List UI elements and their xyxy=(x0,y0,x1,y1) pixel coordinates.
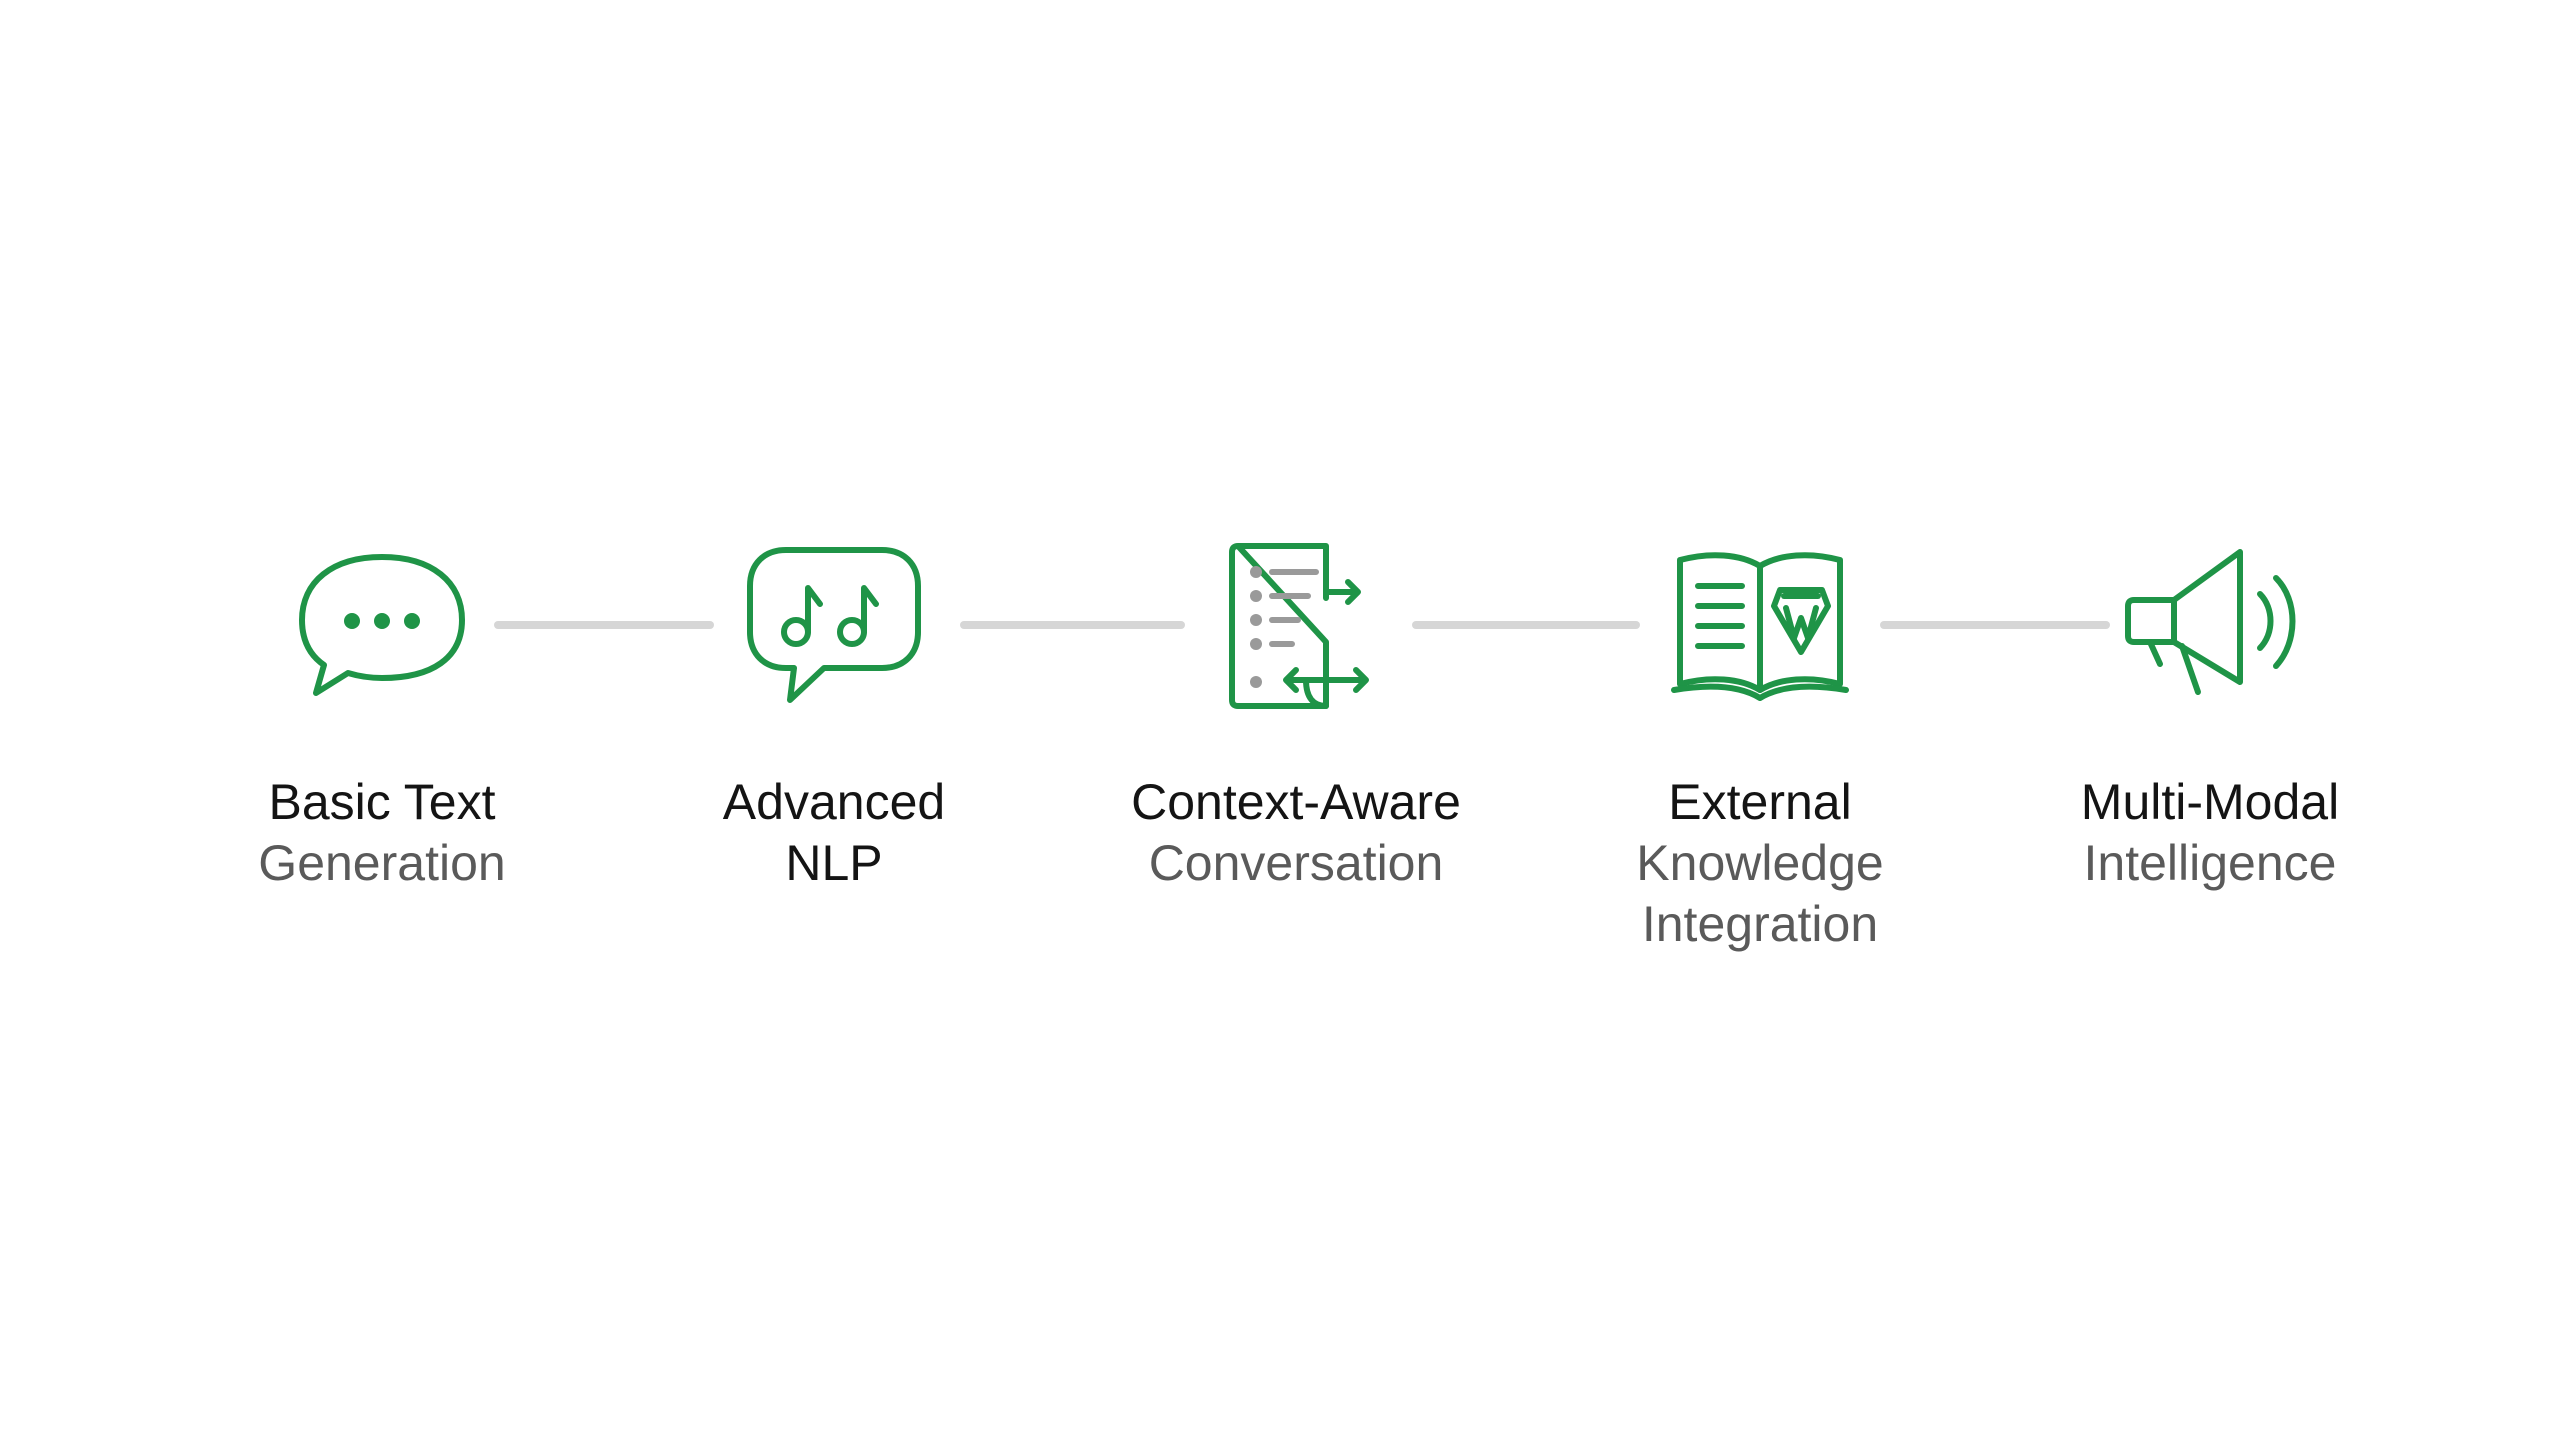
chat-bubble-music-notes-icon xyxy=(734,530,934,720)
megaphone-icon xyxy=(2110,530,2310,720)
stage-label: Multi-Modal Intelligence xyxy=(2000,772,2420,894)
document-list-arrows-icon xyxy=(1196,530,1396,720)
stage-subtitle: Intelligence xyxy=(2083,835,2337,891)
stage-label: Basic Text Generation xyxy=(172,772,592,894)
stage-subtitle: Conversation xyxy=(1148,835,1444,891)
stage-label: Context-Aware Conversation xyxy=(1086,772,1506,894)
stage-multi-modal-intelligence: Multi-Modal Intelligence xyxy=(2000,530,2420,894)
stage-advanced-nlp: Advanced NLP xyxy=(624,530,1044,894)
connector-line-3 xyxy=(1412,621,1640,629)
connector-line-1 xyxy=(494,621,714,629)
open-book-icon xyxy=(1660,530,1860,720)
stage-subtitle: Knowledge xyxy=(1636,835,1884,891)
chat-bubble-dots-icon xyxy=(282,530,482,720)
stage-title: Basic Text xyxy=(268,774,496,830)
connector-line-4 xyxy=(1880,621,2110,629)
connector-line-2 xyxy=(960,621,1185,629)
stage-basic-text-generation: Basic Text Generation xyxy=(172,530,592,894)
stage-title: Context-Aware xyxy=(1131,774,1461,830)
stage-title-line-2: NLP xyxy=(785,835,883,891)
stage-subtitle-line-2: Integration xyxy=(1641,896,1879,952)
stage-title: Multi-Modal xyxy=(2080,774,2340,830)
stage-context-aware-conversation: Context-Aware Conversation xyxy=(1086,530,1506,894)
stage-title: External xyxy=(1668,774,1852,830)
stage-subtitle: Generation xyxy=(258,835,506,891)
stage-title: Advanced xyxy=(722,774,946,830)
stage-label: Advanced NLP xyxy=(624,772,1044,894)
stage-external-knowledge-integration: External Knowledge Integration xyxy=(1550,530,1970,955)
stage-label: External Knowledge Integration xyxy=(1550,772,1970,955)
